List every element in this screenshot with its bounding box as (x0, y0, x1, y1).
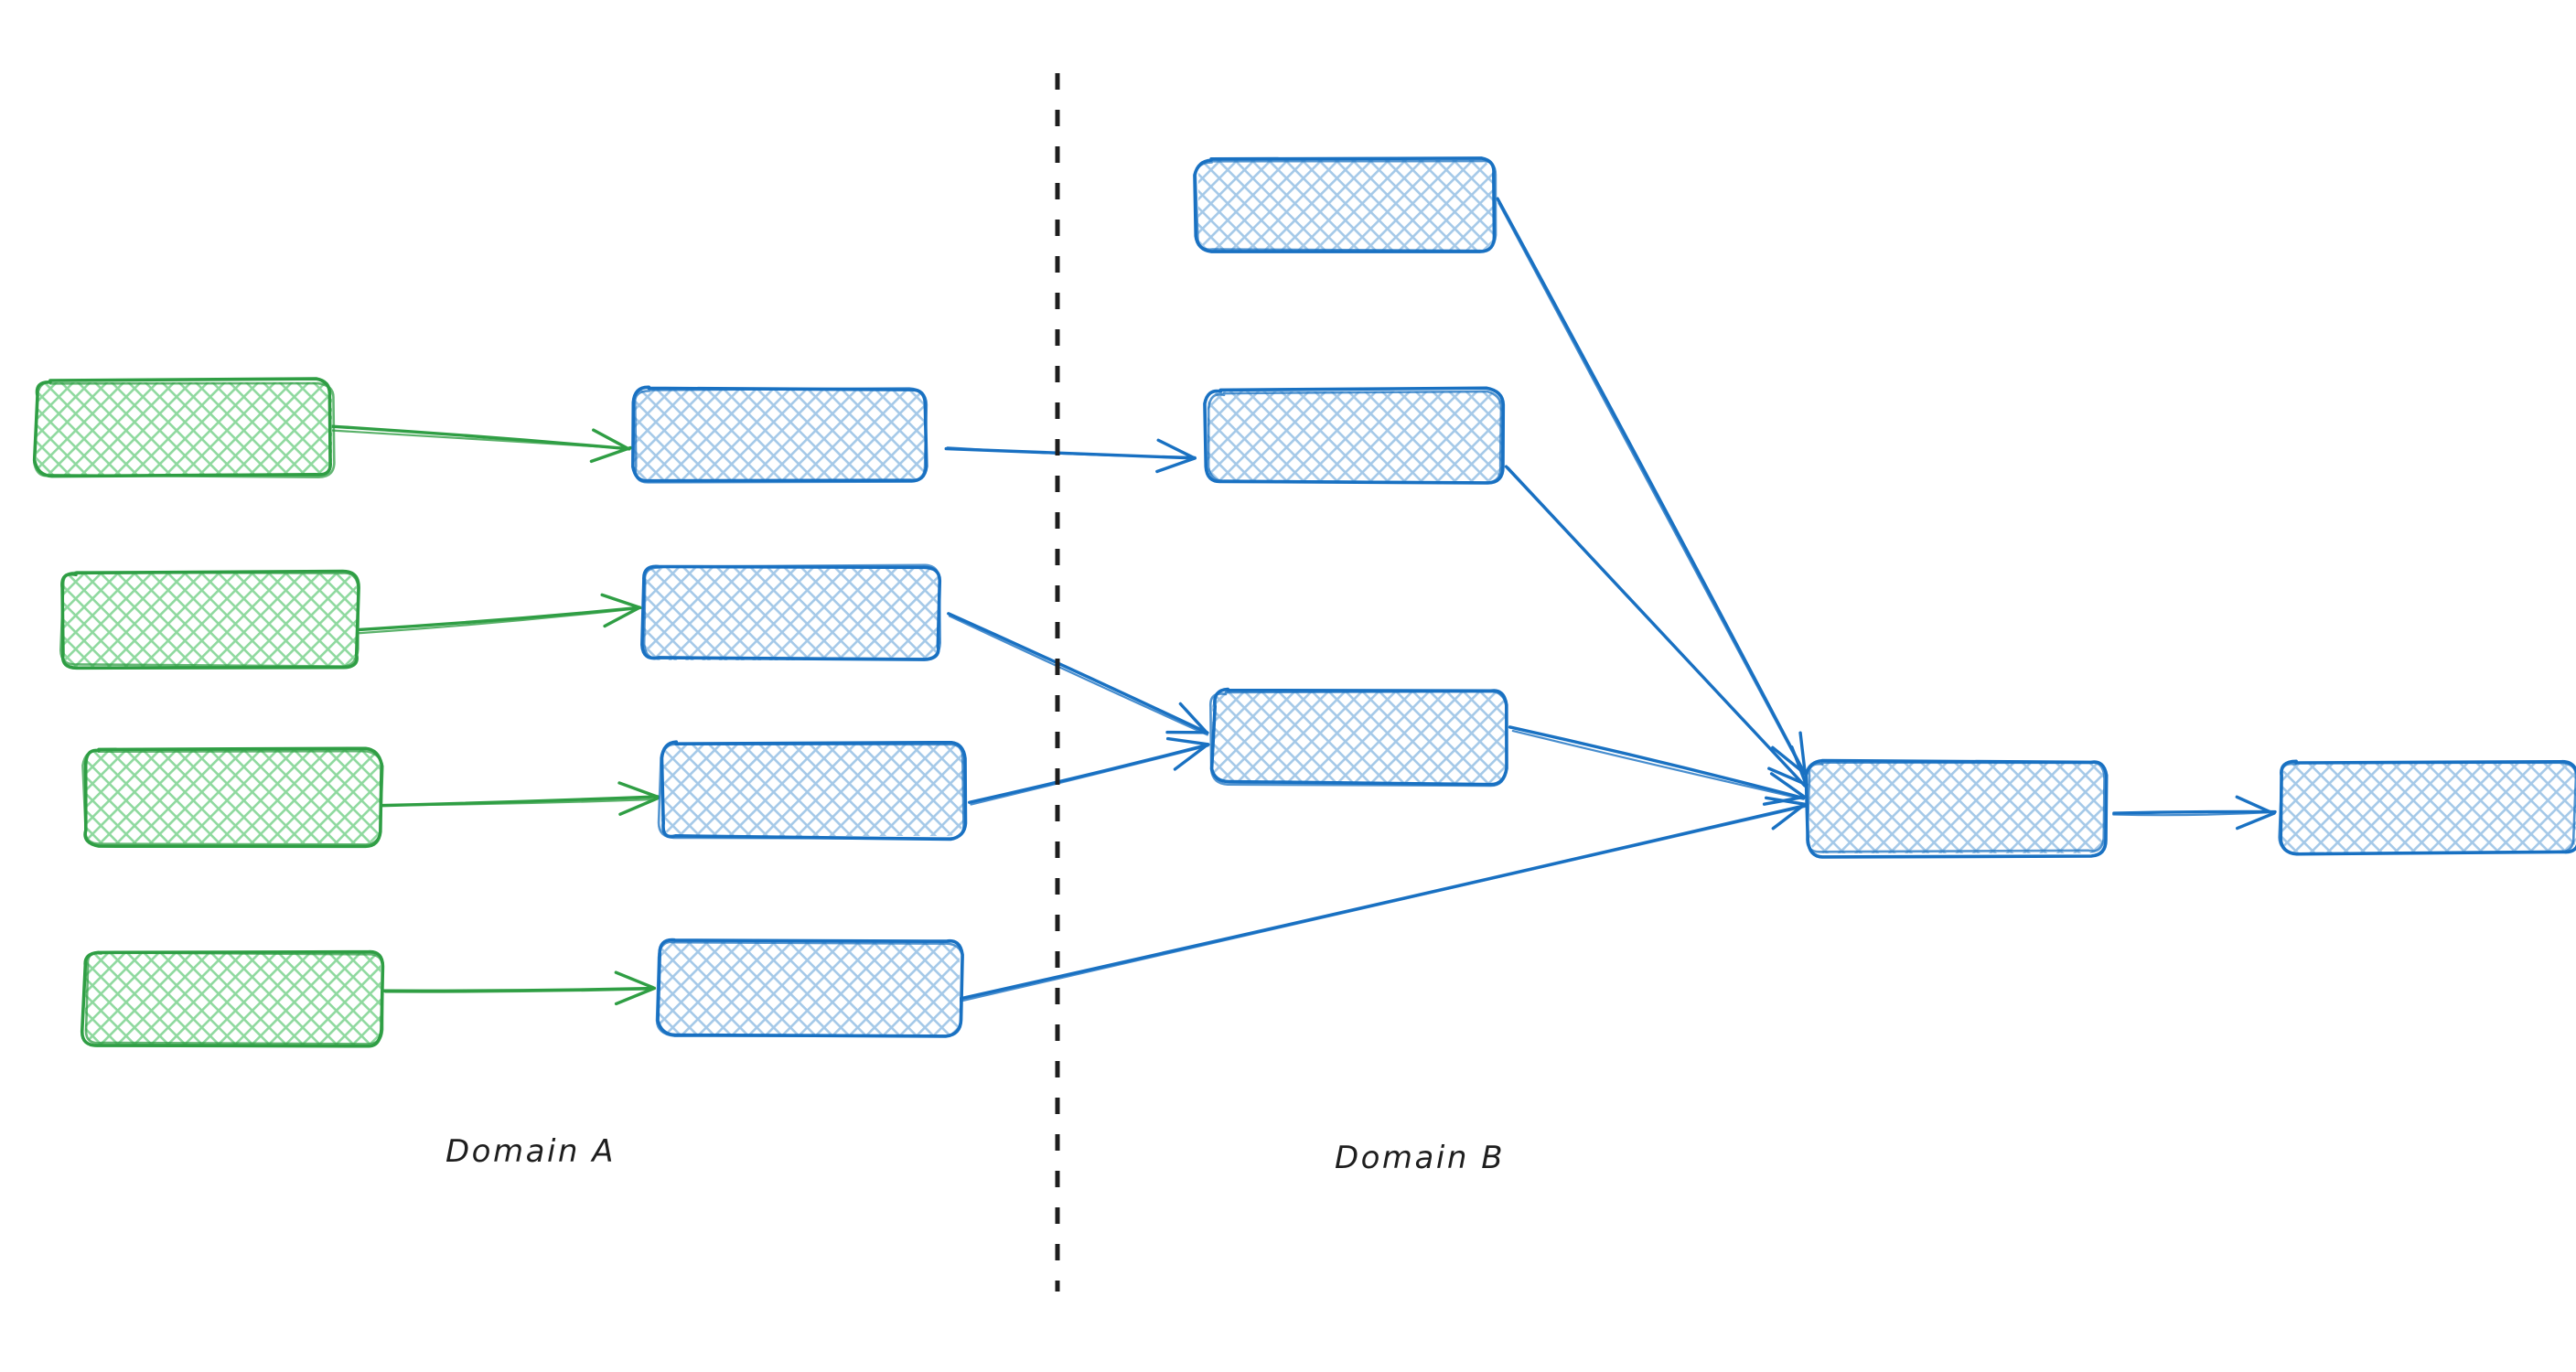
arrowhead-barb (592, 428, 630, 451)
edge-line (2112, 809, 2277, 815)
edge-line (331, 429, 630, 450)
node-a-proc-1[interactable] (631, 385, 928, 484)
arrowhead-barb (1156, 438, 1196, 460)
edge-e-a1[interactable] (330, 424, 632, 464)
edge-line (358, 606, 643, 635)
edge-line (381, 798, 657, 807)
arrowhead-barb (614, 986, 657, 1006)
node-fill (1212, 691, 1507, 783)
edge-line (1508, 725, 1806, 800)
edge-line (967, 743, 1210, 804)
arrowhead-barb (614, 970, 655, 990)
edge-line (1511, 729, 1805, 800)
node-a-proc-3[interactable] (657, 740, 968, 841)
arrowhead-barb (2235, 795, 2275, 815)
node-a-src-2[interactable] (59, 569, 360, 670)
node-fill (84, 750, 380, 843)
node-fill (658, 942, 960, 1035)
node-fill (61, 573, 357, 667)
arrowhead-barb (1764, 796, 1809, 807)
edge-e-b8[interactable] (2112, 795, 2277, 831)
edge-e-b3[interactable] (967, 736, 1210, 806)
node-a-proc-2[interactable] (640, 563, 942, 661)
node-b-node-2[interactable] (1203, 386, 1506, 485)
node-outline (642, 563, 941, 660)
node-outline (633, 387, 928, 484)
arrowhead-barb (603, 606, 642, 628)
arrowhead-barb (618, 796, 660, 816)
node-b-sink[interactable] (2278, 759, 2576, 856)
node-outline (1804, 758, 2109, 859)
edge-layer (330, 197, 2277, 1006)
node-outline (2278, 761, 2576, 855)
edge-e-b4[interactable] (1496, 197, 1807, 776)
node-outline (1806, 761, 2106, 853)
arrowhead-barb (1173, 743, 1209, 771)
node-a-src-4[interactable] (80, 949, 385, 1048)
arrowhead-barb (589, 445, 632, 464)
edge-line (1496, 197, 1807, 776)
node-outline (1194, 159, 1497, 252)
node-a-src-3[interactable] (81, 746, 384, 849)
arrowhead-barb (600, 593, 642, 609)
node-b-node-3[interactable] (1209, 687, 1508, 788)
node-outline (59, 571, 360, 668)
node-b-node-1[interactable] (1193, 156, 1497, 253)
node-outline (655, 940, 964, 1037)
edge-line (954, 805, 1807, 1003)
node-fill (1208, 391, 1502, 483)
edge-e-b5[interactable] (1504, 465, 1809, 788)
arrowhead-barb (2235, 811, 2276, 831)
node-fill (1198, 160, 1493, 252)
edge-e-b7[interactable] (954, 796, 1809, 1003)
node-a-src-1[interactable] (32, 377, 336, 478)
domain-a-label: Domain A (445, 1133, 616, 1170)
edge-line (1497, 202, 1806, 776)
node-outline (1207, 390, 1503, 485)
node-outline (1209, 690, 1508, 788)
node-b-hub[interactable] (1804, 758, 2109, 859)
arrowhead-barb (1165, 736, 1210, 746)
edge-e-a3[interactable] (381, 781, 660, 816)
edge-line (970, 745, 1209, 806)
edge-line (1507, 466, 1807, 788)
node-fill (633, 389, 926, 482)
node-fill (37, 382, 332, 476)
node-fill (2281, 764, 2576, 853)
edge-line (358, 606, 641, 632)
arrowhead-barb (1155, 456, 1197, 474)
edge-line (946, 446, 1197, 458)
arrowhead-barb (617, 781, 660, 799)
node-a-proc-4[interactable] (655, 938, 964, 1038)
node-outline (32, 381, 336, 478)
node-fill (85, 951, 381, 1045)
node-layer (32, 156, 2576, 1048)
edge-line (948, 615, 1208, 736)
label-layer: Domain A Domain B (445, 1133, 1505, 1176)
node-fill (643, 567, 940, 660)
edge-e-b2[interactable] (947, 612, 1209, 736)
arrowhead-barb (1771, 802, 1807, 831)
arrowhead-barb (1767, 766, 1809, 787)
arrowhead-barb (1178, 702, 1208, 734)
edge-e-a4[interactable] (382, 970, 657, 1006)
arrowhead-barb (1769, 772, 1806, 799)
edge-line (384, 988, 655, 993)
edge-line (954, 803, 1808, 1002)
domain-b-label: Domain B (1335, 1140, 1505, 1176)
node-fill (661, 743, 963, 836)
edge-e-b1[interactable] (944, 438, 1197, 474)
edge-e-a2[interactable] (358, 593, 643, 635)
edge-line (2112, 810, 2276, 817)
node-outline (657, 743, 965, 840)
arrowhead-barb (1790, 745, 1809, 788)
edge-line (947, 612, 1209, 734)
arrowhead-barb (1798, 731, 1807, 775)
node-fill (1809, 762, 2104, 853)
node-outline (84, 951, 384, 1045)
node-outline (81, 749, 384, 846)
